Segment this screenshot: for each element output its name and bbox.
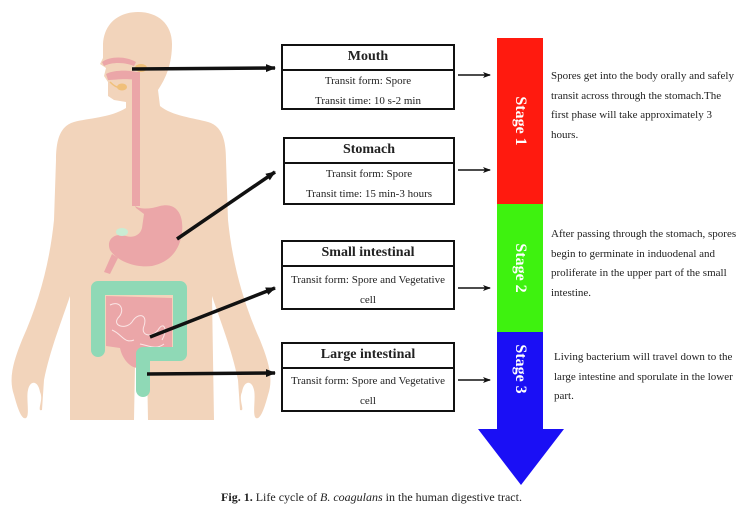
human-body-illustration	[11, 12, 271, 420]
stage-3-label: Stage 3	[512, 344, 529, 394]
caption-text-2: in the human digestive tract.	[382, 490, 522, 504]
stage-3-description: Living bacterium will travel down to the…	[554, 351, 733, 402]
arrow-mouth	[131, 64, 276, 73]
stage-arrowhead	[478, 429, 564, 485]
stage-1-description: Spores get into the body orally and safe…	[551, 70, 734, 141]
body-silhouette	[11, 12, 271, 420]
organ-box-stomach: Stomach Transit form: Spore Transit time…	[283, 137, 455, 205]
caption-label: Fig. 1.	[221, 490, 253, 504]
caption-text-1: Life cycle of	[252, 490, 320, 504]
organ-box-mouth: Mouth Transit form: Spore Transit time: …	[281, 44, 455, 110]
large-intestine-colon	[91, 281, 187, 397]
organ-transit-form-cont: cell	[360, 294, 376, 306]
stage-2-description: After passing through the stomach, spore…	[551, 228, 737, 299]
organ-transit-form: Transit form: Spore	[325, 168, 413, 180]
stage-3-bar: Stage 3	[497, 332, 543, 430]
arrow-small-intestine	[149, 286, 276, 339]
stage-2-label: Stage 2	[512, 243, 529, 293]
caption-species: B. coagulans	[320, 490, 383, 504]
arrow-large-intestine	[146, 369, 276, 378]
organ-transit-form: Transit form: Spore and Vegetative	[291, 375, 445, 387]
organ-transit-time: Transit time: 10 s-2 min	[315, 95, 421, 107]
organ-title: Small intestinal	[283, 242, 453, 267]
organ-box-small-intestinal: Small intestinal Transit form: Spore and…	[281, 240, 455, 310]
stage-1-bar: Stage 1	[497, 38, 543, 204]
organ-title: Mouth	[283, 46, 453, 71]
digestive-tract	[102, 57, 183, 274]
figure-caption: Fig. 1. Life cycle of B. coagulans in th…	[0, 490, 743, 505]
organ-transit-time: Transit time: 15 min-3 hours	[305, 188, 433, 200]
organ-transit-form: Transit form: Spore and Vegetative	[291, 274, 445, 286]
organ-box-large-intestinal: Large intestinal Transit form: Spore and…	[281, 342, 455, 412]
stage-1-label: Stage 1	[512, 96, 529, 146]
organ-transit-form-cont: cell	[360, 395, 376, 407]
stage-2-bar: Stage 2	[497, 204, 543, 332]
organ-title: Stomach	[285, 139, 453, 164]
organ-title: Large intestinal	[283, 344, 453, 369]
arrow-stomach	[176, 170, 276, 241]
gallbladder	[116, 228, 128, 236]
organ-transit-form: Transit form: Spore	[324, 75, 412, 87]
